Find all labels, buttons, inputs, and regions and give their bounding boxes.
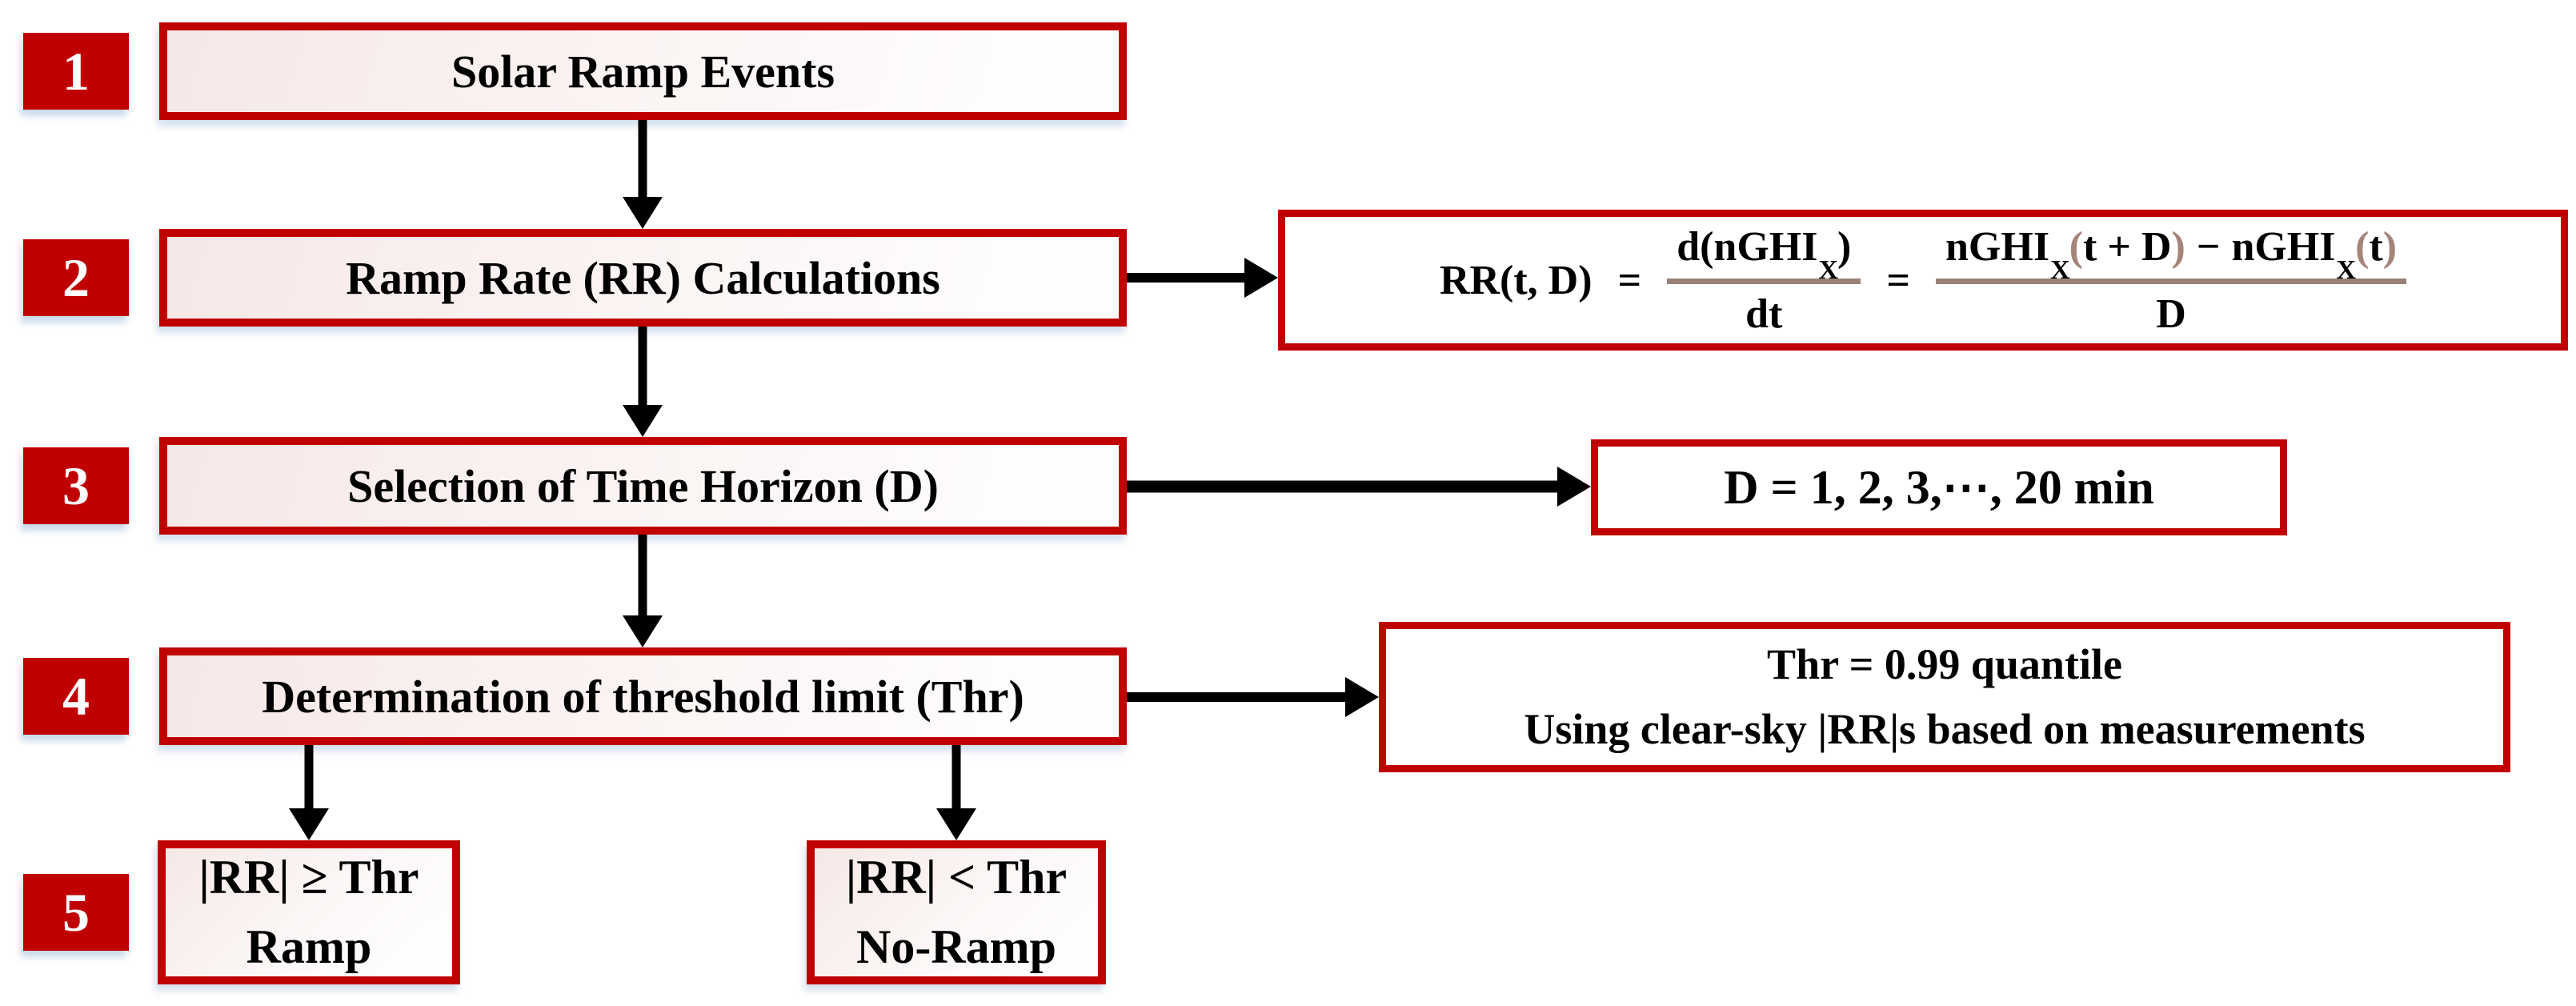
- ramp-rate-formula-box: RR(t, D)= d(nGHIX) dt = nGHIX(t + D)−nGH…: [1278, 210, 2568, 351]
- arrow-head-right-icon: [1244, 258, 1278, 298]
- arrow-stem: [1127, 273, 1246, 283]
- step-badge-2: 2: [23, 239, 129, 316]
- formula-subscript: X: [2336, 255, 2357, 285]
- formula-equals-2: =: [1886, 257, 1911, 303]
- formula-paren: ): [2171, 223, 2185, 270]
- arrow-stem: [1127, 480, 1559, 493]
- threshold-definition-box: Thr = 0.99 quantile Using clear-sky |RR|…: [1379, 622, 2510, 772]
- formula-subscript: X: [2050, 255, 2070, 285]
- box-time-horizon-selection: Selection of Time Horizon (D): [159, 437, 1127, 535]
- arrow-down-step2-to-step3: [622, 327, 663, 437]
- formula-fraction-derivative: d(nGHIX) dt: [1667, 223, 1861, 338]
- formula-equals-1: =: [1617, 257, 1642, 303]
- fraction-denominator: D: [2156, 291, 2186, 337]
- outcome-ramp-condition: |RR| ≥ Thr: [198, 851, 419, 904]
- outcome-ramp-box: |RR| ≥ Thr Ramp: [158, 840, 460, 984]
- arrow-stem: [638, 535, 647, 617]
- step-badge-5: 5: [23, 874, 129, 951]
- arrow-head-right-icon: [1557, 467, 1591, 507]
- arrow-head-down-icon: [936, 808, 976, 840]
- threshold-definition-line2: Using clear-sky |RR|s based on measureme…: [1524, 705, 2366, 753]
- formula-fraction-difference: nGHIX(t + D)−nGHIX(t) D: [1936, 223, 2407, 338]
- formula-token: nGHI: [1945, 223, 2050, 270]
- arrow-stem: [638, 120, 647, 198]
- box-threshold-determination: Determination of threshold limit (Thr): [159, 647, 1127, 745]
- arrow-head-right-icon: [1345, 677, 1379, 717]
- formula-token: t: [2369, 223, 2383, 270]
- box-time-horizon-selection-label: Selection of Time Horizon (D): [347, 459, 939, 512]
- box-solar-ramp-events: Solar Ramp Events: [159, 22, 1127, 120]
- outcome-noramp-condition: |RR| < Thr: [845, 851, 1068, 904]
- box-ramp-rate-calculations-label: Ramp Rate (RR) Calculations: [346, 251, 940, 304]
- arrow-down-step4-to-ramp: [288, 745, 330, 840]
- formula-token: d(nGHI: [1677, 223, 1818, 270]
- fraction-numerator: d(nGHIX): [1667, 223, 1861, 284]
- box-ramp-rate-calculations: Ramp Rate (RR) Calculations: [159, 229, 1127, 327]
- formula-paren: (: [2355, 223, 2370, 270]
- step-badge-4: 4: [23, 658, 129, 735]
- box-threshold-determination-label: Determination of threshold limit (Thr): [262, 670, 1024, 723]
- step-badge-3: 3: [23, 447, 129, 524]
- outcome-ramp-label: Ramp: [246, 920, 372, 973]
- formula-subscript: X: [1818, 255, 1839, 285]
- threshold-definition-line1: Thr = 0.99 quantile: [1767, 640, 2122, 688]
- time-horizon-values-box: D = 1, 2, 3,⋯, 20 min: [1591, 439, 2287, 535]
- arrow-right-to-formula: [1127, 257, 1278, 299]
- formula-token: ): [1837, 223, 1852, 270]
- formula-token: nGHI: [2231, 223, 2336, 270]
- box-solar-ramp-events-label: Solar Ramp Events: [451, 45, 835, 98]
- step-badge-1: 1: [23, 33, 129, 110]
- formula-minus: −: [2196, 223, 2221, 270]
- formula-token: t + D: [2082, 223, 2172, 270]
- arrow-down-step4-to-noramp: [935, 745, 977, 840]
- formula-lhs: RR(t, D): [1439, 257, 1592, 303]
- arrow-head-down-icon: [623, 197, 663, 229]
- fraction-denominator: dt: [1745, 291, 1783, 337]
- time-horizon-values-text: D = 1, 2, 3,⋯, 20 min: [1724, 461, 2154, 514]
- arrow-stem: [1127, 692, 1347, 702]
- arrow-stem: [638, 327, 647, 407]
- arrow-stem: [304, 745, 314, 810]
- arrow-right-to-dbox: [1127, 466, 1591, 507]
- formula-paren: ): [2382, 223, 2398, 270]
- arrow-head-down-icon: [623, 615, 663, 647]
- outcome-noramp-box: |RR| < Thr No-Ramp: [807, 840, 1106, 984]
- arrow-down-step1-to-step2: [622, 120, 663, 229]
- fraction-numerator: nGHIX(t + D)−nGHIX(t): [1936, 223, 2407, 285]
- outcome-noramp-label: No-Ramp: [856, 920, 1056, 973]
- arrow-stem: [951, 745, 961, 810]
- arrow-right-to-thrbox: [1127, 676, 1379, 718]
- arrow-head-down-icon: [289, 808, 329, 840]
- arrow-head-down-icon: [623, 405, 663, 437]
- arrow-down-step3-to-step4: [622, 535, 663, 647]
- formula-paren: (: [2069, 223, 2083, 270]
